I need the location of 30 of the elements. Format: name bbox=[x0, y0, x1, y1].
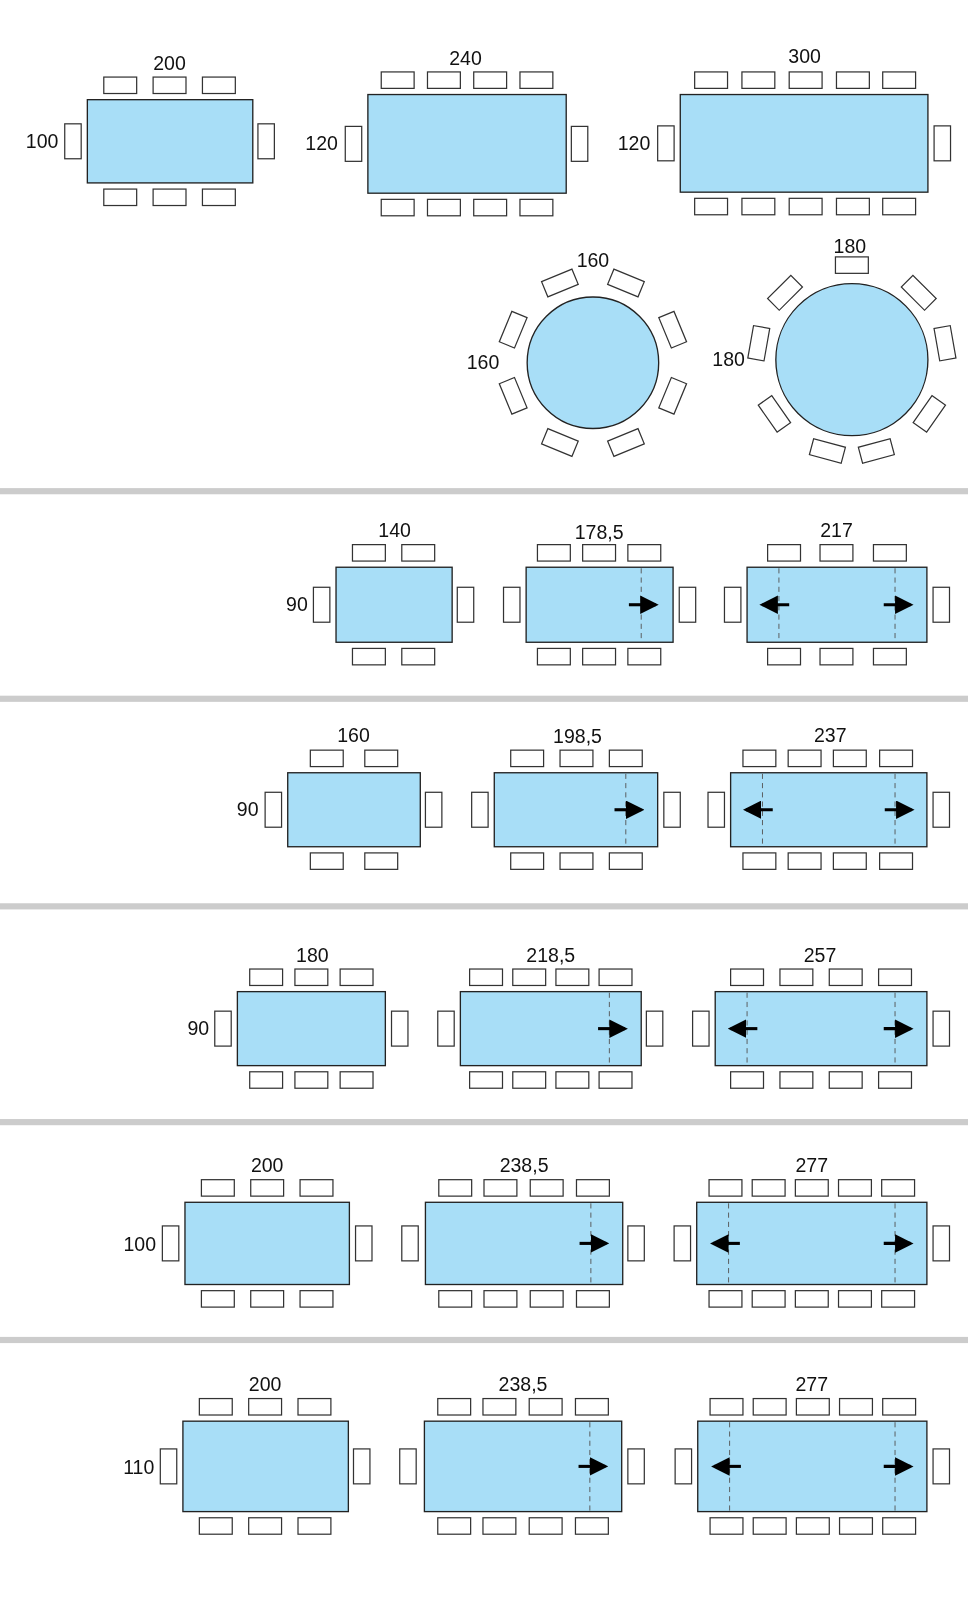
dimension-label: 160 bbox=[337, 725, 370, 747]
dimension-label: 178,5 bbox=[574, 523, 624, 544]
dimension-label: 180 bbox=[296, 945, 329, 966]
dimension-label: 200 bbox=[250, 1156, 284, 1177]
dimension-label: 120 bbox=[617, 133, 651, 155]
dimension-label: 200 bbox=[248, 1374, 282, 1396]
dimension-label: 240 bbox=[449, 48, 482, 69]
dimension-label: 90 bbox=[286, 595, 308, 616]
dimension-label: 90 bbox=[236, 799, 259, 820]
dimension-label: 277 bbox=[795, 1374, 829, 1396]
dimension-label: 198,5 bbox=[553, 726, 602, 748]
dimension-label: 90 bbox=[187, 1018, 210, 1039]
dimension-label: 238,5 bbox=[499, 1156, 549, 1177]
dimension-label: 217 bbox=[820, 521, 853, 542]
dimension-label: 120 bbox=[305, 133, 338, 155]
dimension-label: 238,5 bbox=[498, 1374, 548, 1396]
dimension-label: 160 bbox=[466, 352, 500, 373]
dimension-label: 160 bbox=[576, 250, 610, 272]
dimension-label: 300 bbox=[788, 46, 821, 67]
dimension-label: 110 bbox=[123, 1457, 155, 1478]
dimension-label: 180 bbox=[712, 349, 745, 370]
dimension-label: 257 bbox=[803, 945, 837, 966]
dimension-label: 100 bbox=[25, 131, 59, 153]
dimension-label: 200 bbox=[153, 53, 186, 74]
dimension-label: 218,5 bbox=[526, 945, 576, 966]
dimension-label: 237 bbox=[814, 725, 847, 747]
dimension-label: 277 bbox=[795, 1156, 829, 1177]
dimension-label: 180 bbox=[833, 236, 867, 257]
dimension-label: 140 bbox=[378, 521, 411, 542]
dimension-label: 100 bbox=[123, 1234, 157, 1255]
